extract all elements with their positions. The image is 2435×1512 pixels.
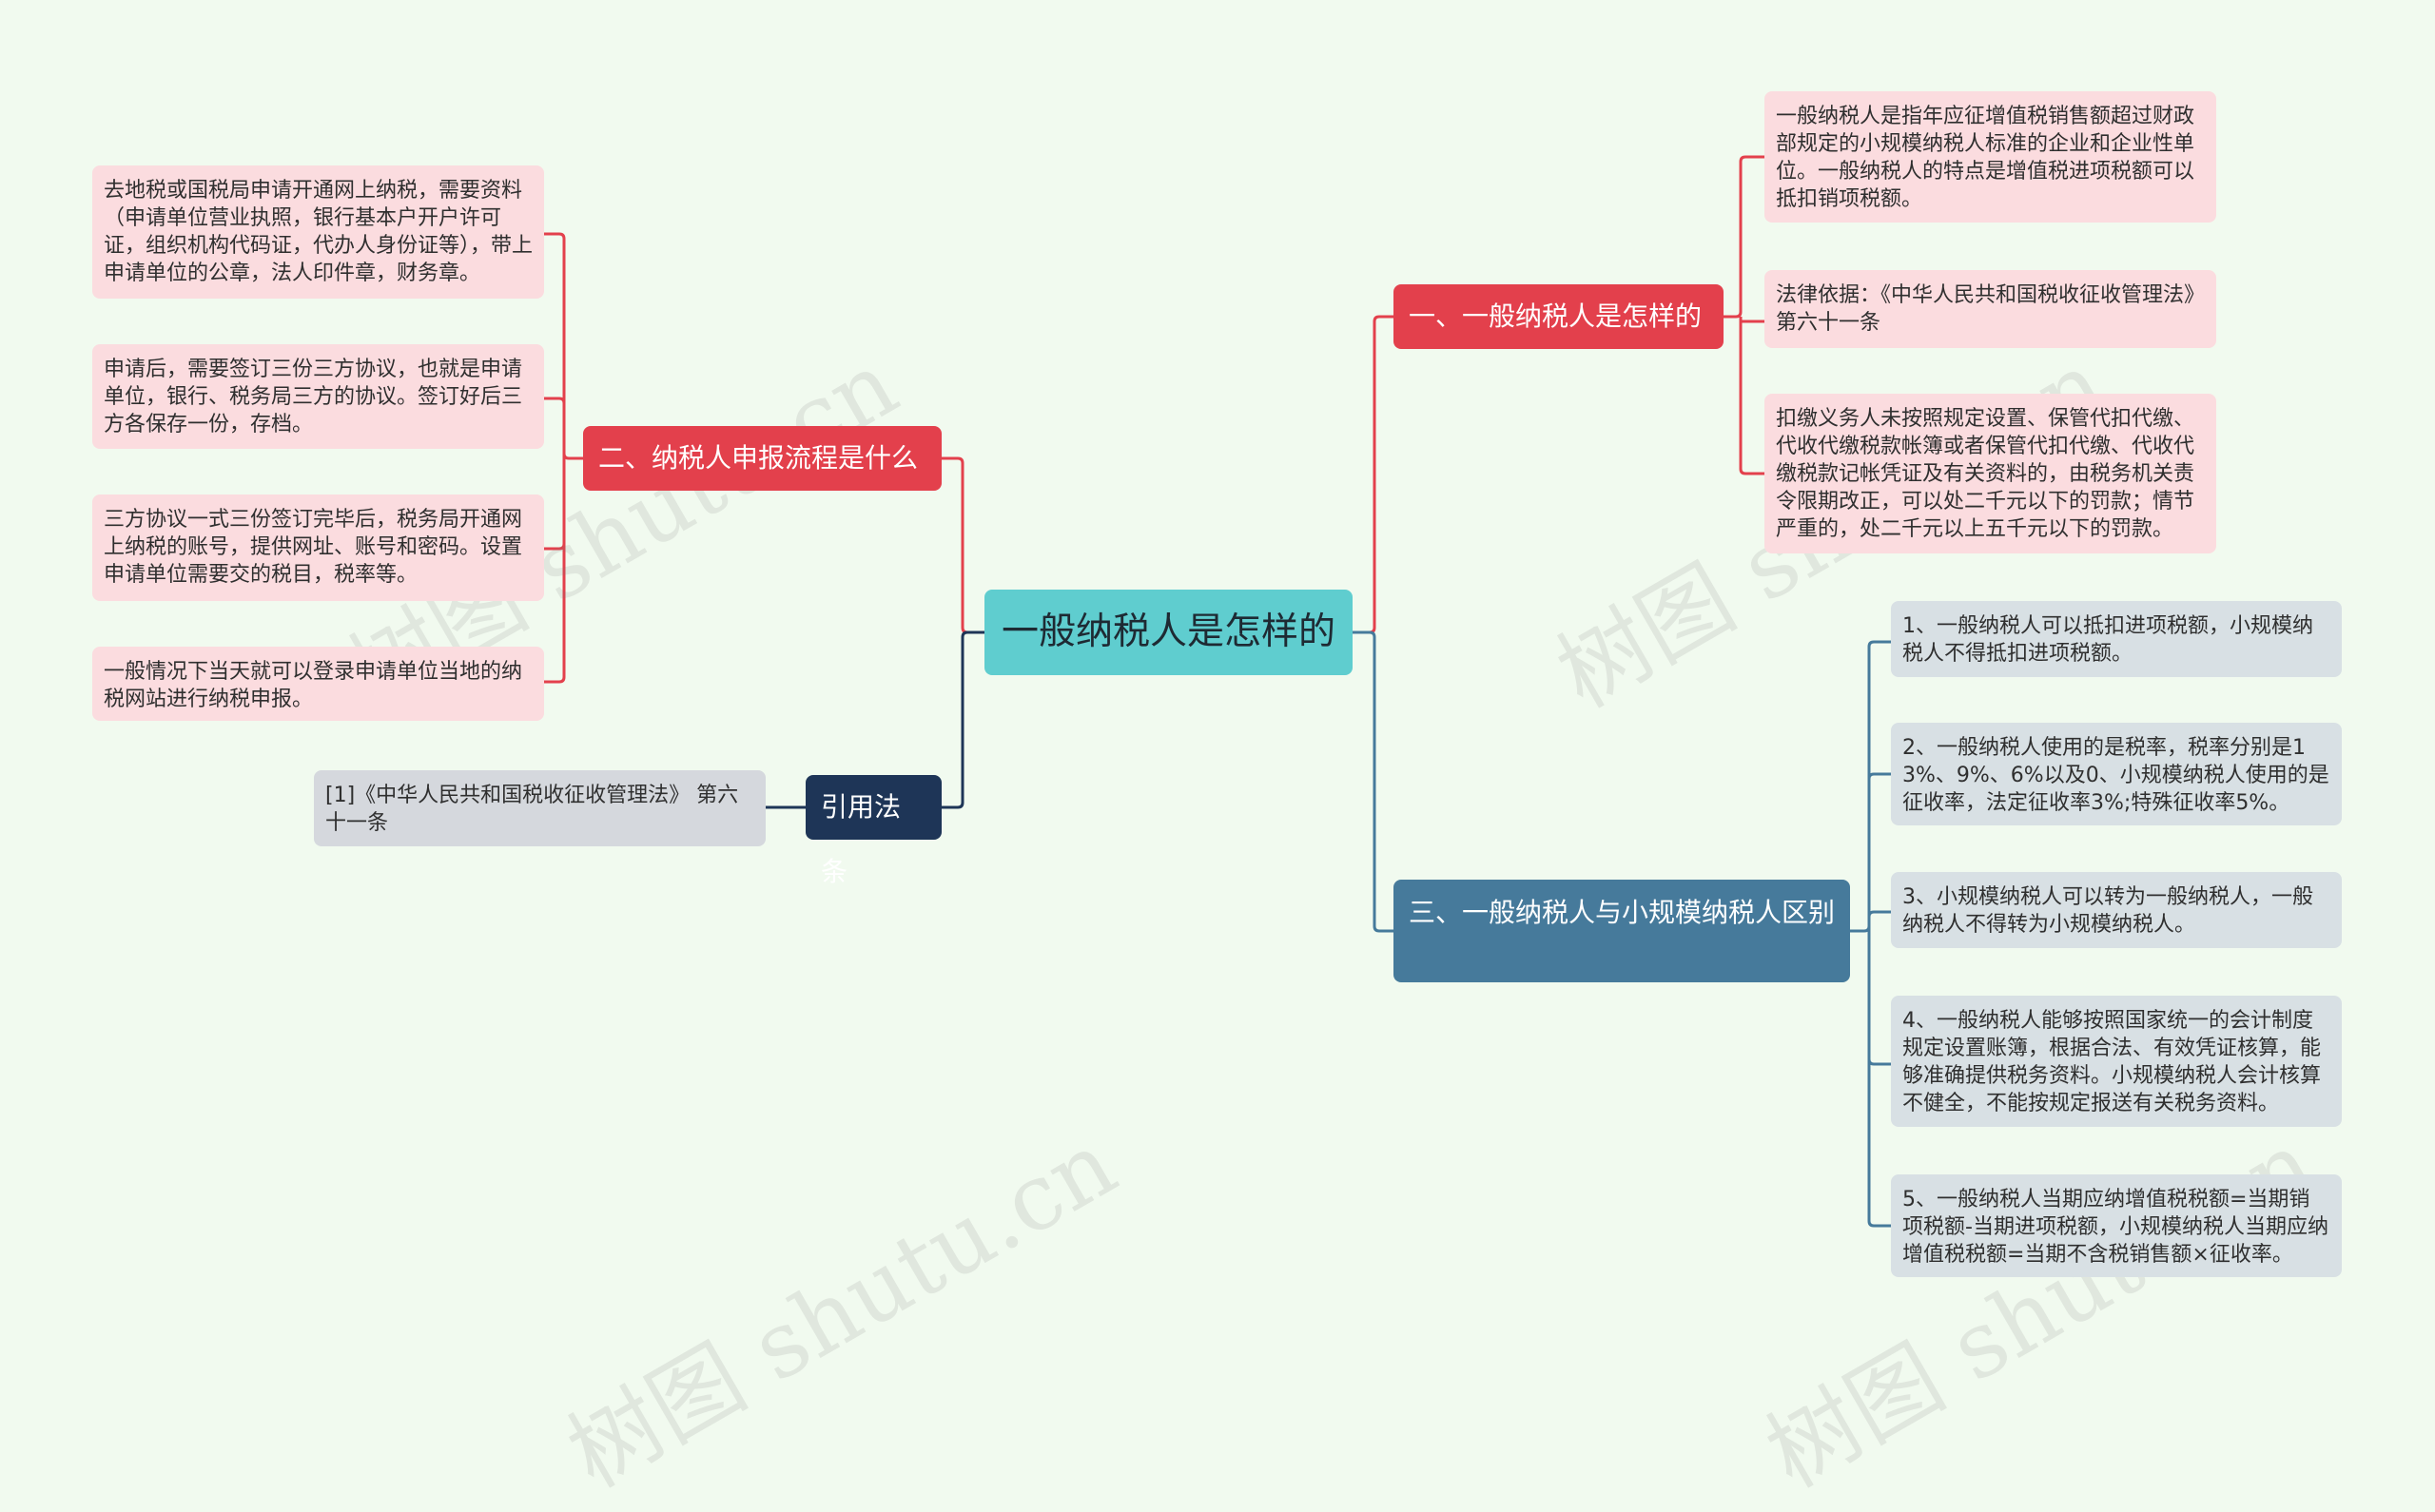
leaf-diff-2[interactable]: 2、一般纳税人使用的是税率，税率分别是13%、9%、6%以及0、小规模纳税人使用… [1891, 723, 2342, 825]
connector-root-b1 [1353, 315, 1393, 634]
connector-root-b4 [942, 630, 984, 809]
connector-root-b3 [1353, 630, 1393, 933]
connector-root-b2 [942, 456, 984, 634]
leaf-diff-1[interactable]: 1、一般纳税人可以抵扣进项税额，小规模纳税人不得抵扣进项税额。 [1891, 601, 2342, 677]
connector-lines [544, 155, 1891, 1228]
leaf-diff-5[interactable]: 5、一般纳税人当期应纳增值税税额=当期销项税额-当期进项税额，小规模纳税人当期应… [1891, 1174, 2342, 1277]
connector-b3-leaves [1850, 640, 1891, 1228]
leaf-legal-basis[interactable]: 法律依据：《中华人民共和国税收征收管理法》第六十一条 [1764, 270, 2216, 348]
branch-cited-law[interactable]: 引用法条 [806, 775, 942, 887]
leaf-step-declare[interactable]: 一般情况下当天就可以登录申请单位当地的纳税网站进行纳税申报。 [92, 647, 544, 721]
mind-map-canvas: 树图 shutu.cn 树图 shutu.cn 树图 shutu.cn 树图 s… [92, 91, 2342, 1508]
leaf-diff-4[interactable]: 4、一般纳税人能够按照国家统一的会计制度规定设置账簿，根据合法、有效凭证核算，能… [1891, 996, 2342, 1127]
leaf-diff-3[interactable]: 3、小规模纳税人可以转为一般纳税人，一般纳税人不得转为小规模纳税人。 [1891, 872, 2342, 948]
connector-b2-leaves [544, 232, 583, 684]
connector-b1-leaves [1724, 155, 1764, 475]
branch-filing-process[interactable]: 二、纳税人申报流程是什么 [583, 426, 942, 491]
leaf-step-agreement[interactable]: 申请后，需要签订三份三方协议，也就是申请单位，银行、税务局三方的协议。签订好后三… [92, 344, 544, 449]
leaf-step-apply[interactable]: 去地税或国税局申请开通网上纳税，需要资料（申请单位营业执照，银行基本户开户许可证… [92, 165, 544, 299]
leaf-definition[interactable]: 一般纳税人是指年应征增值税销售额超过财政部规定的小规模纳税人标准的企业和企业性单… [1764, 91, 2216, 223]
leaf-cited-law[interactable]: [1]《中华人民共和国税收征收管理法》 第六十一条 [314, 770, 766, 846]
branch-differences[interactable]: 三、一般纳税人与小规模纳税人区别 [1393, 880, 1850, 982]
leaf-penalty[interactable]: 扣缴义务人未按照规定设置、保管代扣代缴、代收代缴税款帐簿或者保管代扣代缴、代收代… [1764, 394, 2216, 553]
root-topic[interactable]: 一般纳税人是怎样的 [984, 590, 1353, 675]
branch-what-is-general-taxpayer[interactable]: 一、一般纳税人是怎样的 [1393, 284, 1724, 349]
leaf-step-account[interactable]: 三方协议一式三份签订完毕后，税务局开通网上纳税的账号，提供网址、账号和密码。设置… [92, 494, 544, 601]
